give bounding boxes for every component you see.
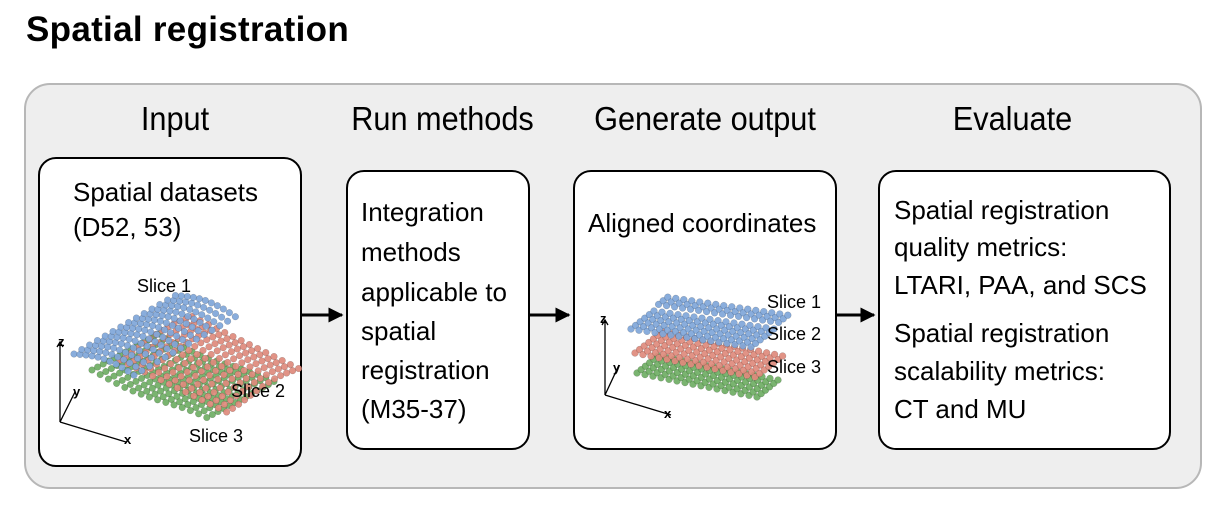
output-slice-1-label: Slice 1 [767, 292, 822, 312]
run-methods-line-2: methods [361, 237, 461, 267]
output-slice-2-label: Slice 2 [767, 324, 822, 344]
evaluate-line-6: CT and MU [894, 394, 1027, 424]
evaluate-line-5: scalability metrics: [894, 356, 1105, 386]
input-axis-y-label: y [73, 384, 81, 399]
output-text-line-1: Aligned coordinates [588, 208, 817, 238]
run-methods-line-6: (M35-37) [361, 394, 467, 424]
run-methods-line-3: applicable to [361, 277, 507, 307]
input-axis-z-label: z [58, 334, 65, 349]
run-methods-line-5: registration [361, 355, 490, 385]
step-heading-input: Input [140, 100, 210, 137]
evaluate-box [878, 170, 1171, 450]
evaluate-line-2: quality metrics: [894, 232, 1068, 262]
input-text-line-1: Spatial datasets [73, 177, 259, 207]
input-slice-2-label: Slice 2 [231, 381, 286, 401]
evaluate-line-4: Spatial registration [894, 318, 1110, 348]
run-methods-line-1: Integration [361, 197, 484, 227]
input-axes [56, 340, 127, 443]
output-axes [601, 318, 672, 416]
output-axis-x-label: x [664, 406, 672, 421]
run-methods-box [346, 170, 530, 450]
output-axis-y-label: y [613, 360, 621, 375]
input-slice-1-label: Slice 1 [137, 276, 192, 296]
page-title: Spatial registration [26, 10, 350, 49]
output-axis-z-label: z [600, 311, 607, 326]
step-heading-evaluate: Evaluate [952, 100, 1073, 137]
input-slice-3-label: Slice 3 [189, 426, 244, 446]
output-slice-1-points [627, 293, 792, 351]
input-axis-x-label: x [124, 432, 132, 447]
input-text-line-2: (D52, 53) [73, 212, 182, 242]
run-methods-line-4: spatial [361, 316, 437, 346]
input-slices-plot [56, 291, 303, 443]
evaluate-line-1: Spatial registration [894, 195, 1110, 225]
step-heading-generate-output: Generate output [594, 100, 816, 137]
evaluate-line-3: LTARI, PAA, and SCS [894, 270, 1147, 300]
step-heading-run-methods: Run methods [351, 100, 534, 137]
output-slices-plot [601, 293, 792, 416]
input-slice-1-points [70, 291, 239, 379]
output-slice-3-label: Slice 3 [767, 357, 822, 377]
